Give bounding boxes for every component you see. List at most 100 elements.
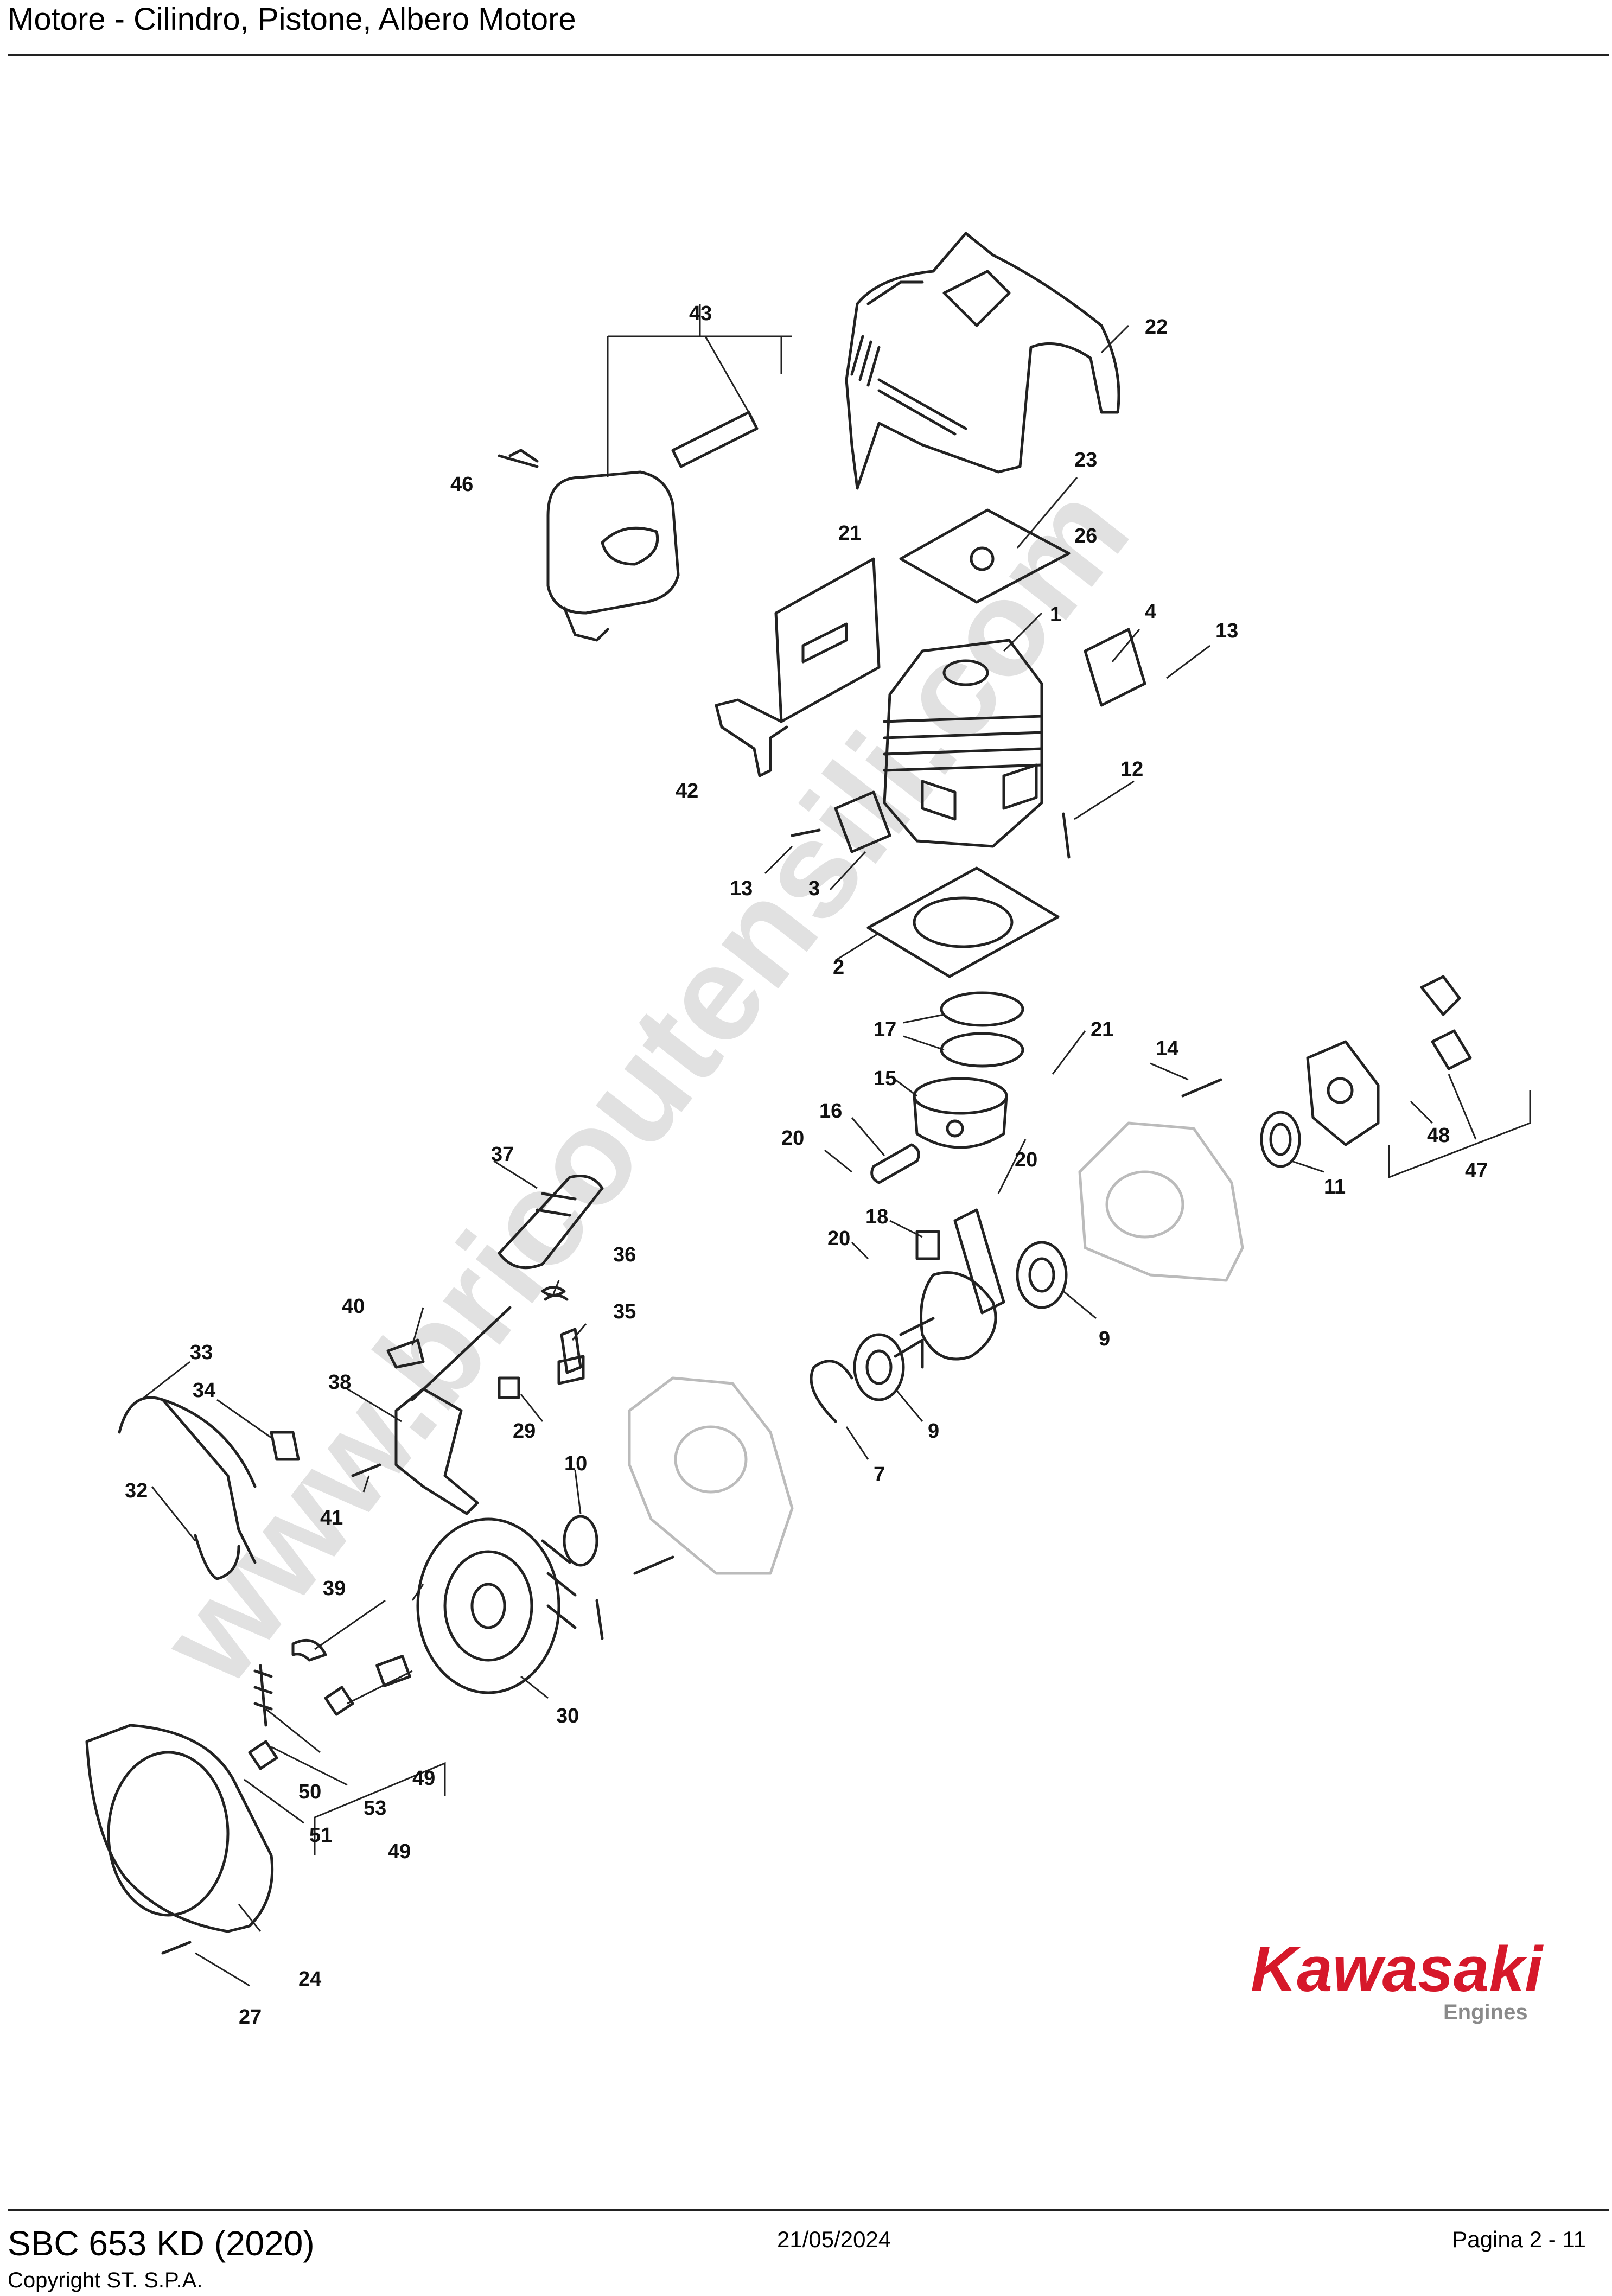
screw-27-part (161, 1941, 192, 1955)
copyright: Copyright ST. S.P.A. (8, 2268, 203, 2292)
callout-12: 12 (1120, 758, 1143, 781)
callout-16: 16 (819, 1100, 842, 1123)
callout-9-left: 9 (928, 1420, 939, 1443)
seal-10-part (563, 1515, 598, 1567)
callout-17: 17 (874, 1018, 896, 1041)
footer-divider (8, 2209, 1609, 2211)
callout-39: 39 (323, 1577, 346, 1600)
spring-53-part (253, 1664, 273, 1727)
callout-15: 15 (874, 1067, 896, 1090)
muffler-part (508, 411, 759, 642)
piston-pin-part (870, 1143, 920, 1184)
callout-7: 7 (874, 1463, 885, 1486)
starter-housing-part (85, 1724, 274, 1933)
callout-52: 51 (309, 1824, 332, 1847)
callout-22: 22 (1145, 316, 1168, 339)
spark-plug-part (557, 1328, 585, 1385)
callout-21-left: 20 (781, 1127, 804, 1150)
callout-50: 49 (412, 1767, 435, 1790)
crankcase-right-half (1078, 1121, 1244, 1282)
crankshaft-part (894, 1208, 1005, 1369)
gasket-plate-4 (1084, 628, 1146, 707)
nut-29-part (498, 1376, 520, 1399)
callout-23: 26 (1074, 525, 1097, 547)
callout-53: 53 (364, 1797, 386, 1820)
callout-34: 34 (193, 1379, 215, 1402)
callout-37: 37 (491, 1143, 514, 1166)
callout-2: 2 (833, 956, 844, 979)
page-title: Motore - Cilindro, Pistone, Albero Motor… (8, 2, 576, 37)
print-date: 21/05/2024 (777, 2227, 891, 2252)
callout-40: 40 (342, 1295, 365, 1318)
circlip-part (810, 1360, 853, 1423)
page-number: Pagina 2 - 11 (1452, 2227, 1586, 2252)
pawl-spring-50-part (324, 1686, 354, 1716)
callout-20-top: 20 (1015, 1149, 1037, 1171)
air-filter-cover-part (498, 1175, 604, 1270)
callout-35: 35 (613, 1300, 636, 1323)
clutch-assembly-part (1306, 975, 1472, 1146)
engine-cover-part (845, 232, 1120, 490)
callout-20-left: 20 (827, 1227, 850, 1250)
throttle-bracket-part (394, 1306, 512, 1515)
logo-brand: Kawasaki (1251, 1934, 1544, 2005)
callout-49: 49 (388, 1840, 411, 1863)
callout-26: 21 (838, 522, 861, 545)
callout-41: 41 (320, 1507, 343, 1529)
callout-46: 46 (450, 473, 473, 496)
callout-29: 29 (513, 1420, 536, 1443)
callout-36: 36 (613, 1243, 636, 1266)
clip-34-part (270, 1431, 300, 1461)
pawl-part (291, 1638, 327, 1662)
screw-46-part (498, 454, 539, 468)
main-bearing-lower-part (853, 1333, 905, 1401)
main-bearing-upper-part (1016, 1241, 1068, 1309)
header-divider (8, 54, 1609, 56)
callout-42: 42 (676, 780, 698, 802)
callout-14: 14 (1156, 1037, 1178, 1060)
piston-part (913, 1077, 1008, 1149)
callout-10: 10 (564, 1452, 587, 1475)
callout-13-left: 13 (730, 877, 753, 900)
pawl-51-part (248, 1740, 278, 1770)
gasket-plate-3 (834, 790, 891, 853)
spring-36-part (541, 1286, 569, 1301)
kawasaki-logo: Kawasaki Engines (1251, 1934, 1544, 2024)
screw-12-part (1062, 812, 1071, 859)
callout-51: 50 (298, 1781, 321, 1803)
callout-1: 1 (1050, 603, 1061, 626)
callout-11: 11 (1324, 1176, 1346, 1198)
watermark: www.bricoutensili.com (131, 457, 1157, 1711)
oil-seal-part (1260, 1111, 1301, 1168)
callout-28: 23 (1074, 449, 1097, 471)
heat-shield-part (715, 508, 1071, 777)
connector-32-part (194, 1534, 240, 1580)
callout-3: 3 (808, 877, 820, 900)
logo-sub: Engines (1443, 2000, 1528, 2024)
leader-lines (141, 304, 1531, 1987)
crankcase-left-half (628, 1376, 794, 1575)
flywheel-part (416, 1517, 577, 1694)
screw-13-part (791, 828, 821, 837)
callout-4: 4 (1145, 601, 1156, 623)
callout-labels: 43 22 46 23 21 26 1 4 13 12 42 13 3 2 17… (125, 302, 1488, 2029)
bushing-part (375, 1655, 411, 1687)
callout-32: 32 (125, 1479, 148, 1502)
screw-41-part (351, 1463, 381, 1477)
callout-24: 24 (298, 1968, 321, 1991)
callout-18: 18 (865, 1206, 888, 1228)
screw-14-part (1181, 1078, 1222, 1098)
cap-40-part (386, 1338, 425, 1369)
piston-rings-part (940, 991, 1024, 1068)
callout-9-right: 9 (1099, 1328, 1110, 1350)
callout-27: 27 (239, 2006, 262, 2029)
callout-38: 38 (328, 1371, 351, 1394)
callout-21-top: 21 (1091, 1018, 1113, 1041)
callout-13-top: 13 (1215, 620, 1238, 642)
callout-33: 33 (190, 1341, 213, 1364)
callout-30: 30 (556, 1705, 579, 1727)
callout-48: 48 (1427, 1124, 1450, 1147)
base-gasket-part (866, 866, 1060, 978)
model-name: SBC 653 KD (2020) (8, 2224, 315, 2263)
